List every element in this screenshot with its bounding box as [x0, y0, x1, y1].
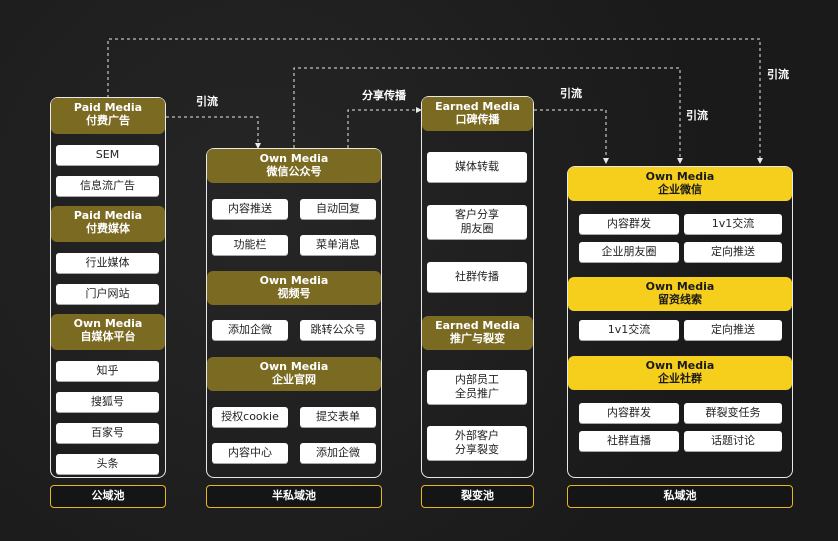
section-title-zh: 口碑传播 [455, 113, 500, 126]
list-item: 添加企微 [300, 443, 376, 463]
section-title-en: Earned Media [435, 100, 520, 113]
section-title-en: Paid Media [73, 209, 143, 222]
list-item: 群裂变任务 [684, 403, 782, 423]
connector-semi-to-fission [347, 109, 418, 148]
arrow-head [416, 107, 422, 113]
pool-label-fission: 裂变池 [421, 485, 534, 508]
section-title-en: Own Media [259, 152, 329, 165]
list-item: 1v1交流 [579, 320, 679, 340]
section-header: Earned Media 口碑传播 [422, 97, 533, 131]
section-title-en: Own Media [259, 274, 329, 287]
list-item: 内容群发 [579, 403, 679, 423]
column-private: Own Media 企业微信 内容群发 1v1交流 企业朋友圈 定向推送 Own… [567, 166, 793, 478]
section-header: Own Media 视频号 [207, 271, 381, 305]
connector-public-to-semi [166, 116, 259, 145]
arrow-head [757, 158, 763, 164]
list-item: 定向推送 [684, 320, 782, 340]
list-item: 授权cookie [212, 407, 288, 427]
section-header: Own Media 企业社群 [568, 356, 792, 390]
section-title-zh: 视频号 [277, 287, 311, 300]
list-item: 行业媒体 [56, 253, 159, 273]
label-yinliu: 引流 [560, 87, 582, 100]
section-title-zh: 企业微信 [658, 183, 702, 196]
arrow-head [603, 158, 609, 164]
section-header: Paid Media 付费媒体 [51, 206, 165, 242]
pool-label-private: 私域池 [567, 485, 793, 508]
list-item: 门户网站 [56, 284, 159, 304]
list-item: 内容群发 [579, 214, 679, 234]
list-item: 提交表单 [300, 407, 376, 427]
section-title-zh: 推广与裂变 [450, 332, 505, 345]
section-title-zh: 自媒体平台 [80, 330, 136, 343]
label-fenxiang: 分享传播 [362, 89, 406, 102]
label-yinliu: 引流 [686, 109, 708, 122]
list-item: 跳转公众号 [300, 320, 376, 340]
section-header: Own Media 微信公众号 [207, 149, 381, 183]
pool-label-public: 公域池 [50, 485, 166, 508]
label-yinliu: 引流 [767, 68, 789, 81]
list-item: 内容推送 [212, 199, 288, 219]
list-item: 功能栏 [212, 235, 288, 255]
list-item: 媒体转载 [427, 152, 527, 182]
column-semi-private: Own Media 微信公众号 内容推送 自动回复 功能栏 菜单消息 Own M… [206, 148, 382, 478]
section-header: Own Media 留资线索 [568, 277, 792, 311]
label-yinliu: 引流 [196, 95, 218, 108]
list-item: 1v1交流 [684, 214, 782, 234]
connector-fission-to-private [534, 109, 607, 160]
list-item: SEM [56, 145, 159, 165]
section-title-en: Own Media [645, 359, 715, 372]
section-header: Paid Media 付费广告 [51, 98, 165, 134]
arrow-head [677, 158, 683, 164]
list-item: 内部员工 全员推广 [427, 370, 527, 404]
section-header: Own Media 企业官网 [207, 357, 381, 391]
section-header: Earned Media 推广与裂变 [422, 316, 533, 350]
section-title-zh: 微信公众号 [266, 165, 322, 178]
list-item: 定向推送 [684, 242, 782, 262]
list-item: 信息流广告 [56, 176, 159, 196]
connector-semi-to-private [293, 67, 681, 160]
list-item: 内容中心 [212, 443, 288, 463]
section-title-zh: 留资线索 [658, 293, 702, 306]
list-item: 企业朋友圈 [579, 242, 679, 262]
section-title-en: Earned Media [435, 319, 520, 332]
section-title-en: Own Media [645, 280, 715, 293]
connector-public-to-private [107, 38, 761, 160]
section-title-zh: 企业社群 [658, 372, 702, 385]
list-item: 话题讨论 [684, 431, 782, 451]
section-title-en: Own Media [645, 170, 715, 183]
section-title-zh: 付费广告 [86, 114, 130, 127]
list-item: 添加企微 [212, 320, 288, 340]
list-item: 知乎 [56, 361, 159, 381]
arrow-head [255, 143, 261, 149]
list-item: 社群直播 [579, 431, 679, 451]
section-header: Own Media 企业微信 [568, 167, 792, 201]
list-item: 菜单消息 [300, 235, 376, 255]
section-title-zh: 企业官网 [272, 373, 316, 386]
column-fission: Earned Media 口碑传播 媒体转载 客户分享 朋友圈 社群传播 Ear… [421, 96, 534, 478]
list-item: 头条 [56, 454, 159, 474]
list-item: 搜狐号 [56, 392, 159, 412]
section-title-en: Own Media [73, 317, 143, 330]
column-public: Paid Media 付费广告 SEM 信息流广告 Paid Media 付费媒… [50, 97, 166, 478]
list-item: 外部客户 分享裂变 [427, 426, 527, 460]
list-item: 自动回复 [300, 199, 376, 219]
list-item: 客户分享 朋友圈 [427, 205, 527, 239]
section-title-en: Paid Media [73, 101, 143, 114]
pool-label-semi-private: 半私域池 [206, 485, 382, 508]
section-title-en: Own Media [259, 360, 329, 373]
list-item: 社群传播 [427, 262, 527, 292]
section-title-zh: 付费媒体 [86, 222, 130, 235]
list-item: 百家号 [56, 423, 159, 443]
section-header: Own Media 自媒体平台 [51, 314, 165, 350]
